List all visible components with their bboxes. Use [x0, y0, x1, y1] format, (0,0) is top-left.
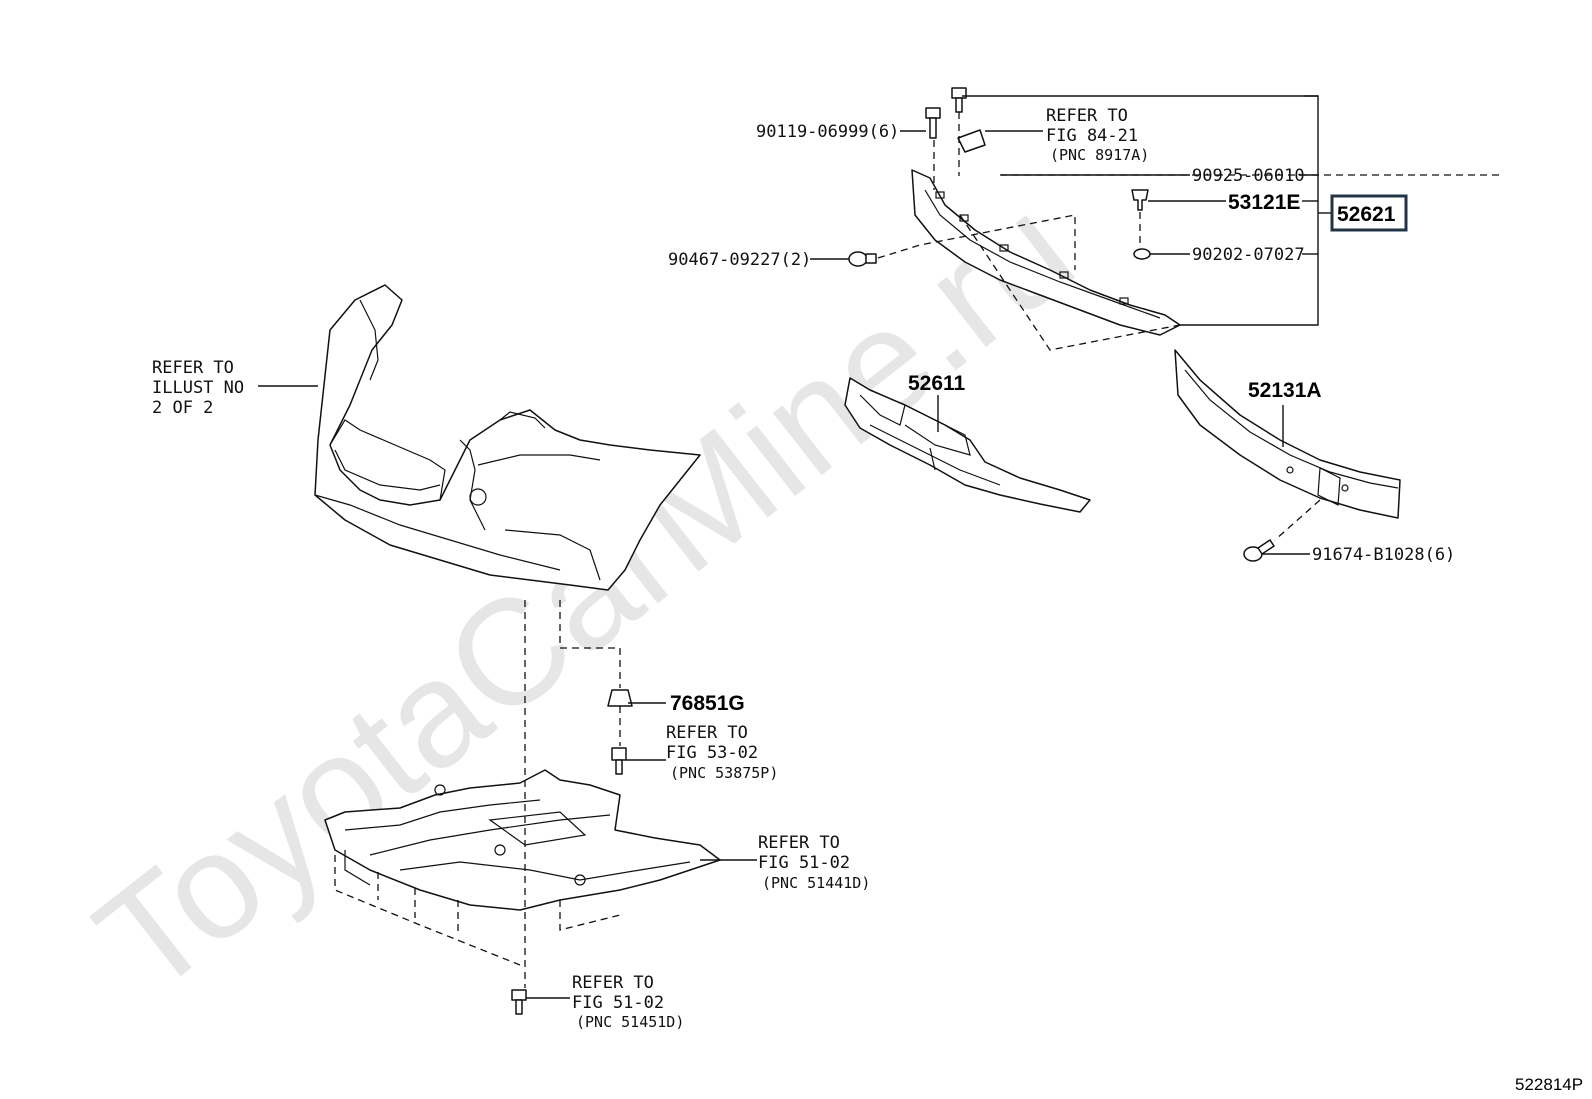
- clip-53121e-icon[interactable]: [1131, 189, 1149, 211]
- bracket-8917a-icon[interactable]: [957, 129, 986, 153]
- label-52621[interactable]: 52621: [1337, 203, 1396, 226]
- label-91674-b1028[interactable]: 91674-B1028(6): [1312, 545, 1455, 565]
- leader-lines: [258, 95, 1332, 999]
- bolt-51451d-icon[interactable]: [511, 989, 527, 1015]
- bumper-reinforcement[interactable]: [1174, 349, 1401, 519]
- label-ref-fig-84-21-line2[interactable]: FIG 84-21: [1046, 126, 1138, 146]
- label-53121e[interactable]: 53121E: [1228, 191, 1300, 214]
- figure-code: 522814P: [1515, 1075, 1583, 1094]
- label-52611[interactable]: 52611: [908, 372, 966, 395]
- label-ref-fig-51-02-b-pnc: (PNC 51451D): [576, 1013, 684, 1031]
- label-ref-fig-53-02-line2[interactable]: FIG 53-02: [666, 743, 758, 763]
- label-ref-fig-84-21-pnc: (PNC 8917A): [1050, 146, 1149, 164]
- bolt-90119-icon[interactable]: [925, 107, 941, 139]
- label-refer-illust-line2[interactable]: ILLUST NO: [152, 378, 244, 398]
- nut-76851g-icon[interactable]: [607, 689, 633, 707]
- front-bumper-cover[interactable]: [314, 284, 701, 591]
- label-refer-illust-line3: 2 OF 2: [152, 398, 213, 418]
- label-refer-illust-line1: REFER TO: [152, 358, 234, 378]
- bolt-91674-icon[interactable]: [1243, 539, 1275, 562]
- label-76851g[interactable]: 76851G: [670, 692, 745, 715]
- assembly-lines: [334, 112, 1500, 988]
- label-ref-fig-53-02-pnc: (PNC 53875P): [670, 764, 778, 782]
- label-ref-fig-51-02-a-line2[interactable]: FIG 51-02: [758, 853, 850, 873]
- label-ref-fig-51-02-b-line1: REFER TO: [572, 973, 654, 993]
- label-90119-06999[interactable]: 90119-06999(6): [756, 122, 899, 142]
- part-52621-highlight-box: [1330, 194, 1408, 232]
- label-ref-fig-53-02-line1: REFER TO: [666, 723, 748, 743]
- label-90925-06010[interactable]: 90925-06010: [1192, 166, 1305, 186]
- label-ref-fig-51-02-b-line2[interactable]: FIG 51-02: [572, 993, 664, 1013]
- nut-90202-icon[interactable]: [1133, 248, 1151, 260]
- label-ref-fig-84-21-line1: REFER TO: [1046, 106, 1128, 126]
- engine-under-cover[interactable]: [324, 769, 721, 911]
- bolt-53875p-icon[interactable]: [611, 747, 627, 775]
- bolt-top-icon[interactable]: [951, 87, 967, 113]
- label-90202-07027[interactable]: 90202-07027: [1192, 245, 1305, 265]
- label-ref-fig-51-02-a-line1: REFER TO: [758, 833, 840, 853]
- label-90467-09227[interactable]: 90467-09227(2): [668, 250, 811, 270]
- label-ref-fig-51-02-a-pnc: (PNC 51441D): [762, 874, 870, 892]
- label-52131a[interactable]: 52131A: [1248, 379, 1322, 402]
